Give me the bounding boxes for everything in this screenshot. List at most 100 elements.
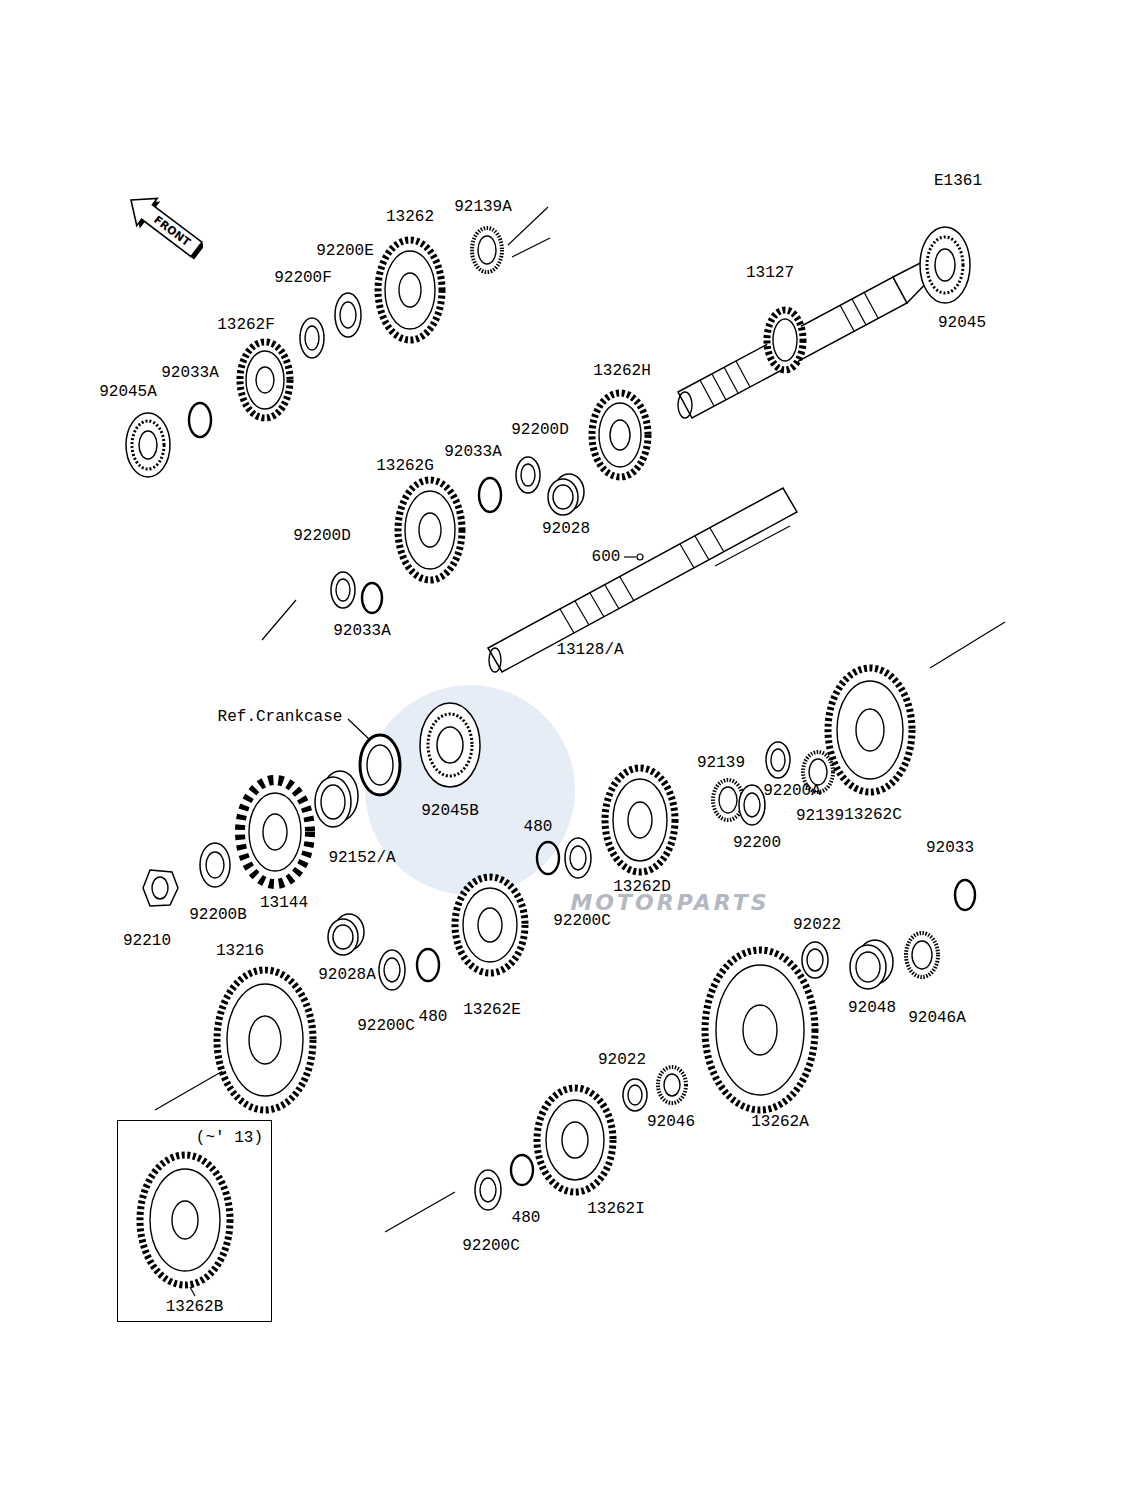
callout-number: 92045B xyxy=(421,803,479,819)
callout-number: 92028 xyxy=(542,521,590,537)
part-drawing xyxy=(856,709,884,751)
callout-number: 92045A xyxy=(99,384,157,400)
part-drawing xyxy=(379,950,405,990)
callout-number: 13262 xyxy=(386,209,434,225)
part-drawing xyxy=(125,186,203,260)
part-drawing xyxy=(437,727,463,763)
callout-number: 92048 xyxy=(848,1000,896,1016)
part-drawing xyxy=(417,949,439,981)
part-drawing xyxy=(240,342,290,418)
part-drawing xyxy=(300,318,324,358)
part-drawing xyxy=(206,852,224,878)
part-drawing xyxy=(140,1155,230,1285)
part-drawing xyxy=(348,719,370,740)
part-drawing xyxy=(385,251,435,329)
part-drawing xyxy=(516,457,540,493)
leader-lines xyxy=(155,207,1005,1296)
part-drawing xyxy=(367,745,393,785)
callout-number: 13262F xyxy=(217,317,275,333)
callout-number: 92152/A xyxy=(328,850,395,866)
part-drawing xyxy=(378,240,442,340)
part-drawing xyxy=(315,777,351,827)
part-drawing xyxy=(613,779,667,861)
callout-number: 92028A xyxy=(318,967,376,983)
callout-number: 92200A xyxy=(763,783,821,799)
callout-number: 92200C xyxy=(462,1238,520,1254)
reference-note: Ref.Crankcase xyxy=(218,709,343,725)
part-drawing xyxy=(628,802,652,838)
part-drawing xyxy=(249,1016,281,1064)
callout-number: 92033A xyxy=(333,623,391,639)
part-drawing xyxy=(850,945,886,989)
part-drawing xyxy=(560,609,574,633)
part-drawing xyxy=(724,367,738,393)
part-drawing xyxy=(475,1170,501,1210)
callout-number: 92200D xyxy=(511,422,569,438)
part-drawing xyxy=(624,556,636,557)
part-drawing xyxy=(249,793,301,871)
part-drawing xyxy=(398,480,462,580)
part-drawing xyxy=(546,1100,604,1180)
callout-number: 13262I xyxy=(587,1201,645,1217)
part-drawing xyxy=(321,785,345,819)
callout-number: 92200E xyxy=(316,243,374,259)
part-drawing xyxy=(664,1074,680,1096)
part-drawing xyxy=(637,554,643,560)
callout-number: 13262A xyxy=(751,1114,809,1130)
callout-number: 92033 xyxy=(926,840,974,856)
part-drawing xyxy=(365,685,575,895)
part-drawing xyxy=(736,361,750,387)
part-drawing xyxy=(809,759,827,785)
part-drawing xyxy=(565,838,591,878)
part-drawing xyxy=(920,227,970,303)
callout-number: 92200D xyxy=(293,528,351,544)
part-drawing xyxy=(246,351,284,409)
part-drawing xyxy=(739,785,765,825)
part-drawing xyxy=(240,780,310,884)
callout-number: 13144 xyxy=(260,895,308,911)
part-drawing xyxy=(217,970,313,1110)
part-drawing xyxy=(335,293,361,337)
part-drawing xyxy=(927,237,963,293)
callout-number: 13262E xyxy=(463,1002,521,1018)
part-drawing xyxy=(605,585,619,609)
part-drawing xyxy=(463,888,517,962)
part-drawing xyxy=(419,513,441,547)
callout-number: 92200C xyxy=(553,913,611,929)
applicability-note: (~' 13) xyxy=(196,1130,263,1146)
callout-number: 13262B xyxy=(166,1299,224,1315)
part-drawing xyxy=(152,877,168,899)
part-drawing xyxy=(575,601,589,625)
callout-number: 92033A xyxy=(161,365,219,381)
part-drawing xyxy=(405,491,455,569)
part-drawing xyxy=(930,622,1005,668)
part-drawing xyxy=(864,292,878,318)
nut xyxy=(143,870,178,906)
part-drawing xyxy=(802,942,828,978)
part-drawing xyxy=(340,302,356,328)
part-drawing xyxy=(489,648,501,672)
callout-number: 92022 xyxy=(793,917,841,933)
part-drawing xyxy=(143,870,178,906)
part-drawing xyxy=(328,919,358,955)
callout-number: 480 xyxy=(512,1210,541,1226)
part-drawing xyxy=(478,236,496,264)
part-drawing xyxy=(385,1192,455,1232)
part-drawing xyxy=(384,958,400,982)
part-drawing xyxy=(333,925,353,949)
part-drawing xyxy=(743,1005,777,1055)
part-drawing xyxy=(139,431,157,459)
callout-number: 92046 xyxy=(647,1114,695,1130)
part-drawing xyxy=(172,1201,198,1239)
part-drawing xyxy=(837,681,903,779)
part-drawing xyxy=(935,249,955,281)
part-drawing xyxy=(623,1079,647,1111)
callout-number: 92200B xyxy=(189,907,247,923)
output-shaft xyxy=(678,258,937,418)
callout-number: 92200F xyxy=(274,270,332,286)
callout-number: 92022 xyxy=(598,1052,646,1068)
part-drawing xyxy=(508,207,548,245)
part-drawing xyxy=(548,479,578,515)
part-drawing xyxy=(189,403,211,437)
